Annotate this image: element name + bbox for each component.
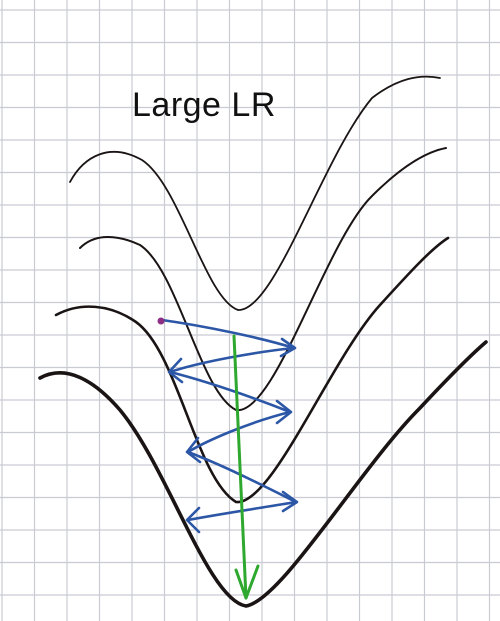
start-point-dot xyxy=(157,317,165,325)
descent-arrowhead xyxy=(234,564,260,600)
arrowhead-3 xyxy=(275,399,293,425)
contour-curve-1 xyxy=(69,75,441,311)
descent-arrow xyxy=(232,334,260,600)
arrowhead-6 xyxy=(185,506,201,534)
descent-shaft xyxy=(232,334,248,600)
arrowhead-4 xyxy=(185,436,202,464)
contour-curve-4 xyxy=(38,340,488,608)
contour-curve-3 xyxy=(54,236,450,504)
diagram-title: Large LR xyxy=(132,86,276,124)
arrowhead-2 xyxy=(167,357,184,384)
arrowhead-5 xyxy=(281,490,299,513)
arrowhead-1 xyxy=(279,337,297,358)
zigzag-updates xyxy=(160,318,299,534)
contour-curve-2 xyxy=(79,147,447,412)
